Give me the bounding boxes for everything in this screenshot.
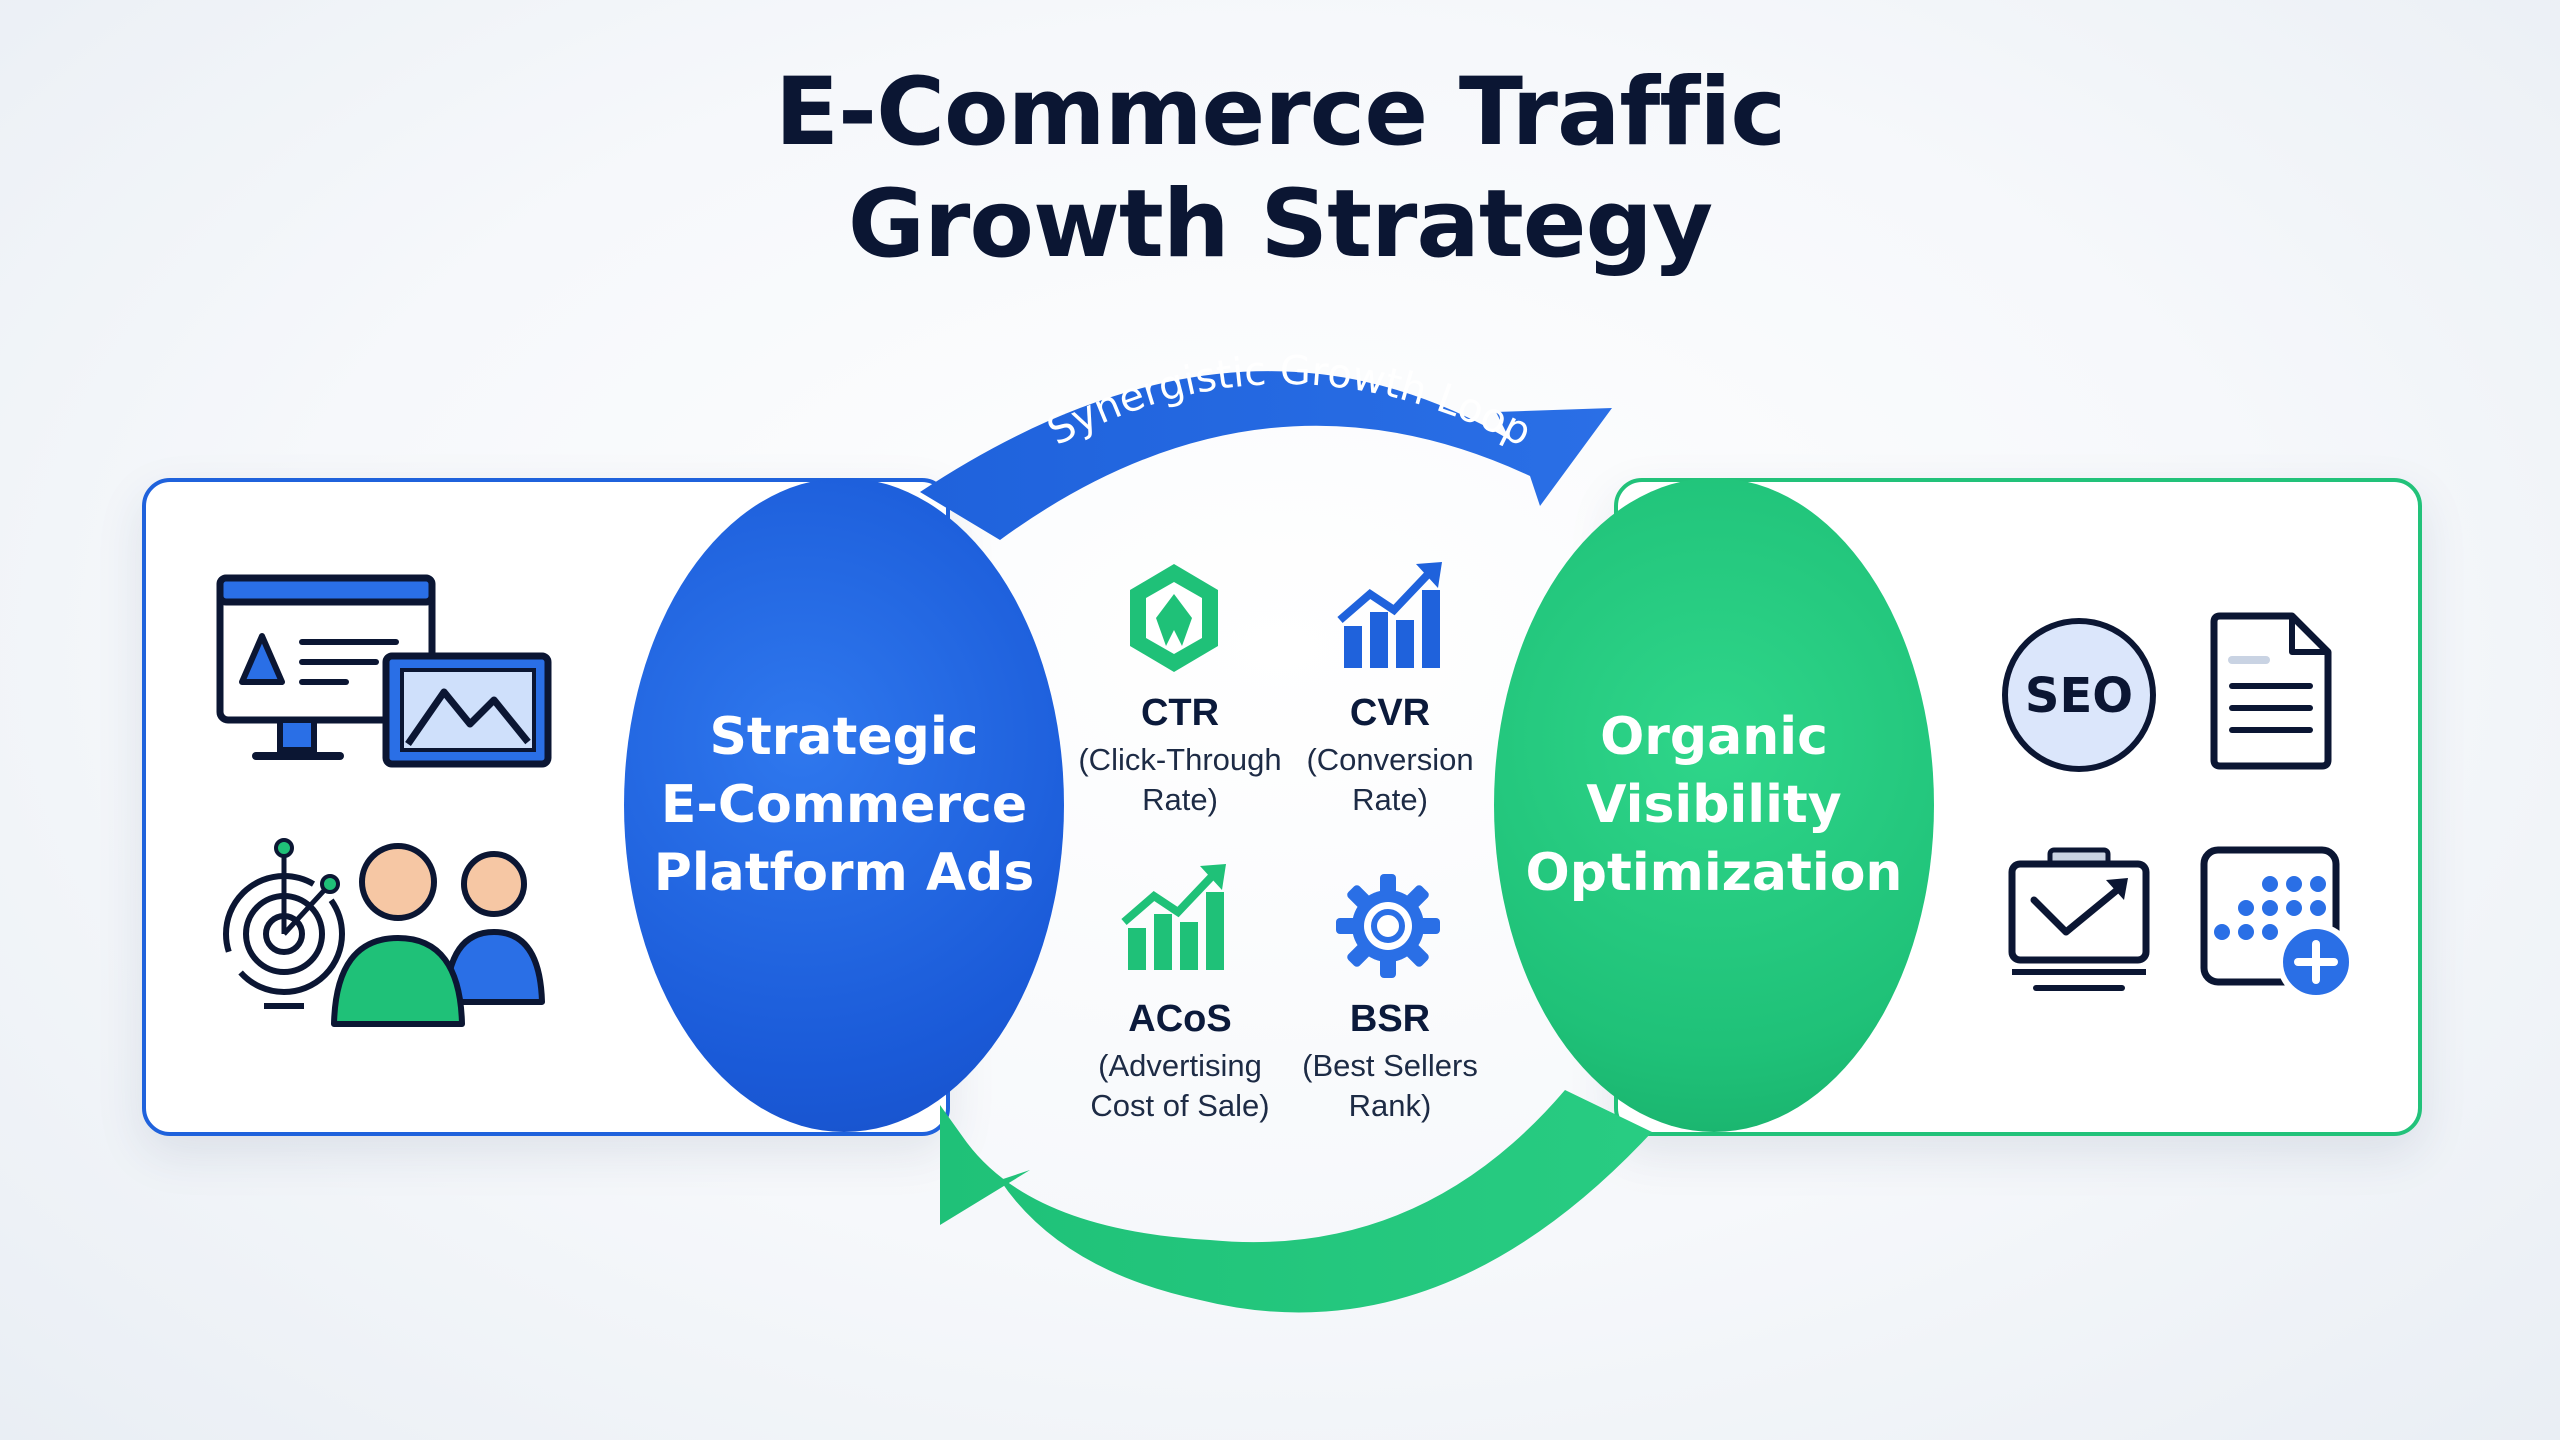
- bsr-desc: (Best Sellers Rank): [1302, 1048, 1478, 1123]
- cvr-name: CVR: [1349, 692, 1431, 734]
- shield-hex-icon: [1130, 564, 1218, 672]
- ctr-name: CTR: [1140, 692, 1220, 734]
- top-loop-arrow: [920, 371, 1612, 540]
- email-campaign-icon: [2008, 847, 2150, 991]
- gear-icon: [1336, 874, 1440, 978]
- display-ads-icon: [216, 574, 552, 768]
- title-line-2: Growth Strategy: [847, 170, 1713, 279]
- ctr-desc: (Click-Through Rate): [1078, 742, 1282, 817]
- cvr-desc: (Conversion Rate): [1306, 742, 1474, 817]
- acos-desc: (Advertising Cost of Sale): [1090, 1048, 1270, 1123]
- seo-badge-icon: SEO: [2002, 618, 2156, 772]
- audience-targeting-icon: [223, 838, 545, 1027]
- acos-name: ACoS: [1128, 998, 1232, 1040]
- organic-circle: Organic Visibility Optimization: [1494, 478, 1934, 1132]
- title-line-1: E-Commerce Traffic: [774, 58, 1786, 167]
- bottom-loop-arrow: [940, 1090, 1652, 1313]
- document-icon: [2210, 612, 2332, 770]
- seo-badge-text: SEO: [2025, 668, 2133, 724]
- ads-circle: Strategic E-Commerce Platform Ads: [624, 478, 1064, 1132]
- add-content-grid-icon: [2200, 846, 2355, 1001]
- ads-label: Strategic E-Commerce Platform Ads: [653, 707, 1035, 903]
- organic-label: Organic Visibility Optimization: [1525, 707, 1903, 903]
- bsr-name: BSR: [1349, 998, 1431, 1040]
- bar-chart-growth-icon: [1337, 562, 1442, 668]
- green-growth-chart-icon: [1121, 864, 1226, 970]
